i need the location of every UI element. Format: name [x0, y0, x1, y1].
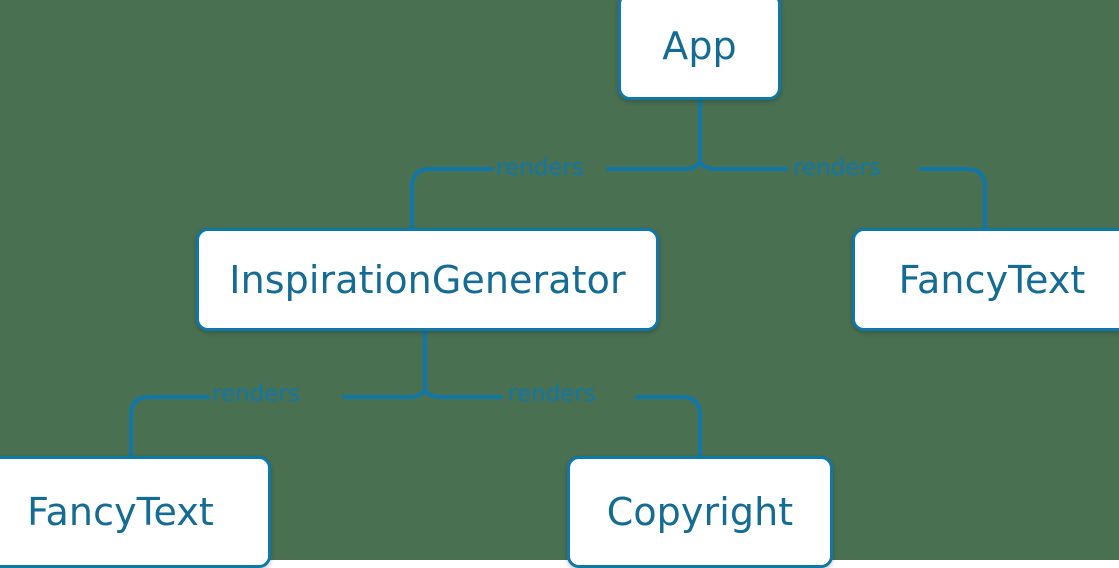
edge-label-inspiration-generator-to-copyright: renders	[508, 381, 596, 407]
node-copyright-label: Copyright	[606, 490, 794, 534]
node-fancytext-left[interactable]: FancyText	[0, 456, 271, 568]
edge-label-app-to-fancytext-right: renders	[793, 155, 881, 181]
node-app-label: App	[662, 24, 737, 68]
edge-label-app-to-inspiration-generator: renders	[496, 155, 584, 181]
node-fancytext-right-label: FancyText	[898, 257, 1086, 302]
node-inspiration-generator-label: InspirationGenerator	[229, 257, 626, 302]
node-fancytext-left-label: FancyText	[27, 490, 214, 534]
node-inspiration-generator[interactable]: InspirationGenerator	[196, 228, 659, 331]
edge-label-inspiration-generator-to-fancytext-left: renders	[212, 381, 300, 407]
node-copyright[interactable]: Copyright	[567, 456, 833, 568]
node-fancytext-right[interactable]: FancyText	[852, 228, 1119, 331]
node-app[interactable]: App	[618, 0, 781, 100]
